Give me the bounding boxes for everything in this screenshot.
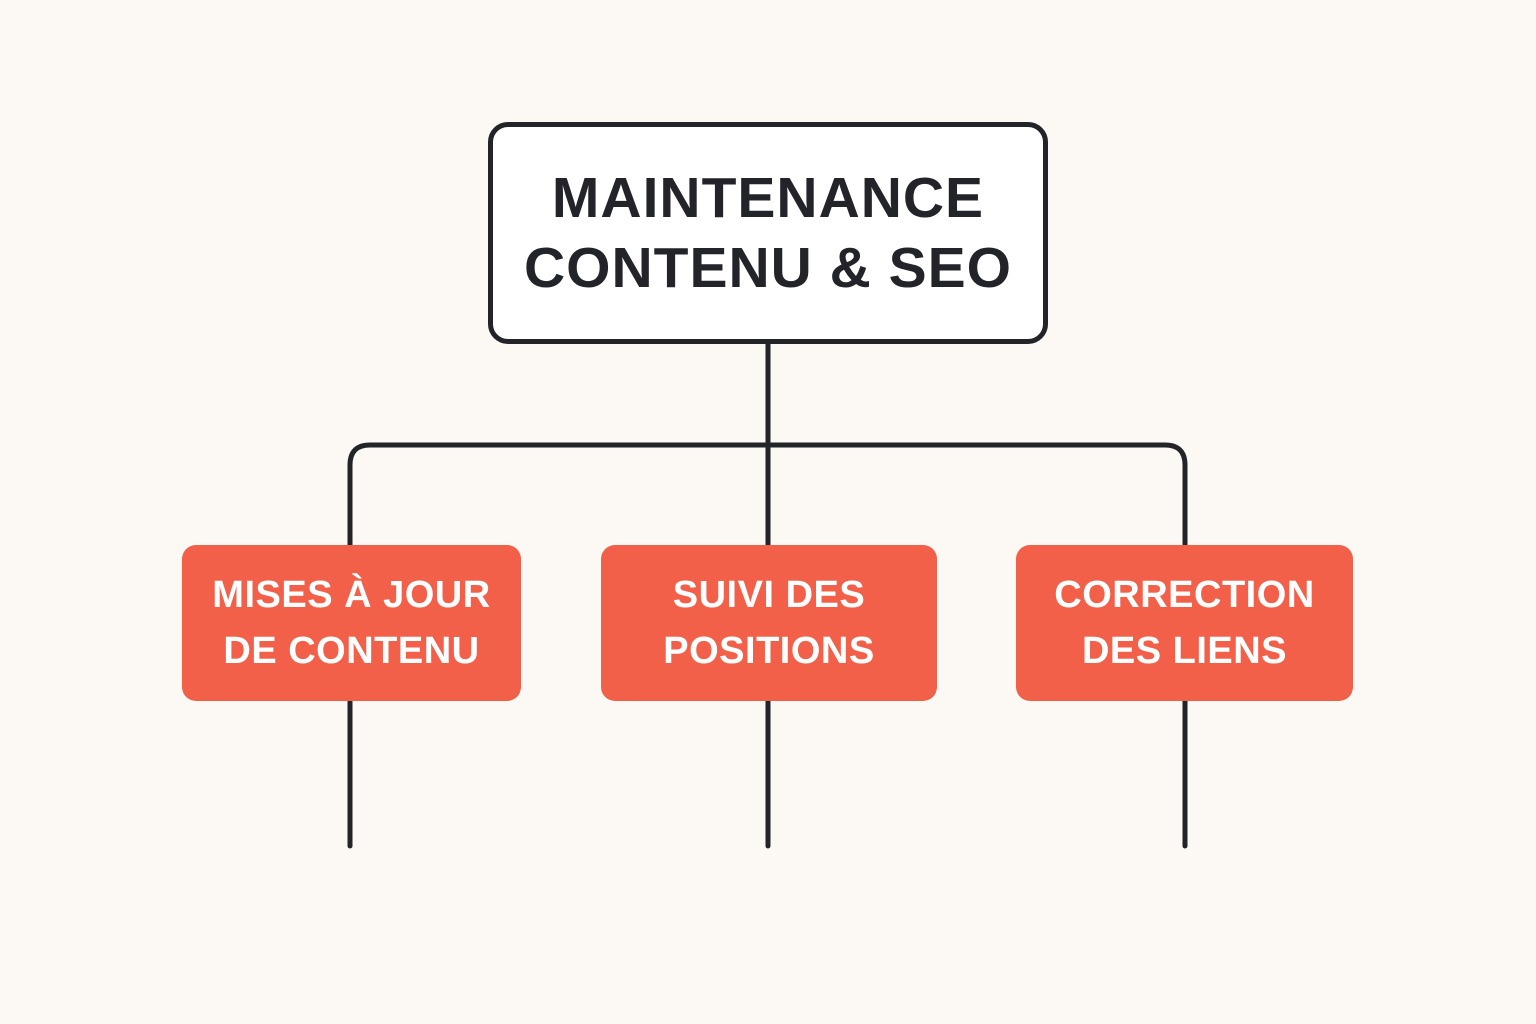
child-node-link-correction: CORRECTION DES LIENS [1016, 545, 1353, 701]
child-label-line-2: DES LIENS [1081, 630, 1288, 672]
child-label-line-2: POSITIONS [663, 630, 875, 672]
child-label-line-1: CORRECTION [1054, 574, 1315, 616]
child-label-line-1: SUIVI DES [672, 574, 866, 616]
child-node-position-tracking: SUIVI DES POSITIONS [601, 545, 937, 701]
child-label-line-2: DE CONTENU [223, 630, 480, 672]
root-title-line-1: MAINTENANCE [551, 166, 985, 230]
child-label-line-1: MISES À JOUR [212, 574, 491, 616]
root-title-line-2: CONTENU & SEO [523, 236, 1013, 300]
root-node: MAINTENANCE CONTENU & SEO [488, 122, 1048, 344]
child-node-content-updates: MISES À JOUR DE CONTENU [182, 545, 521, 701]
